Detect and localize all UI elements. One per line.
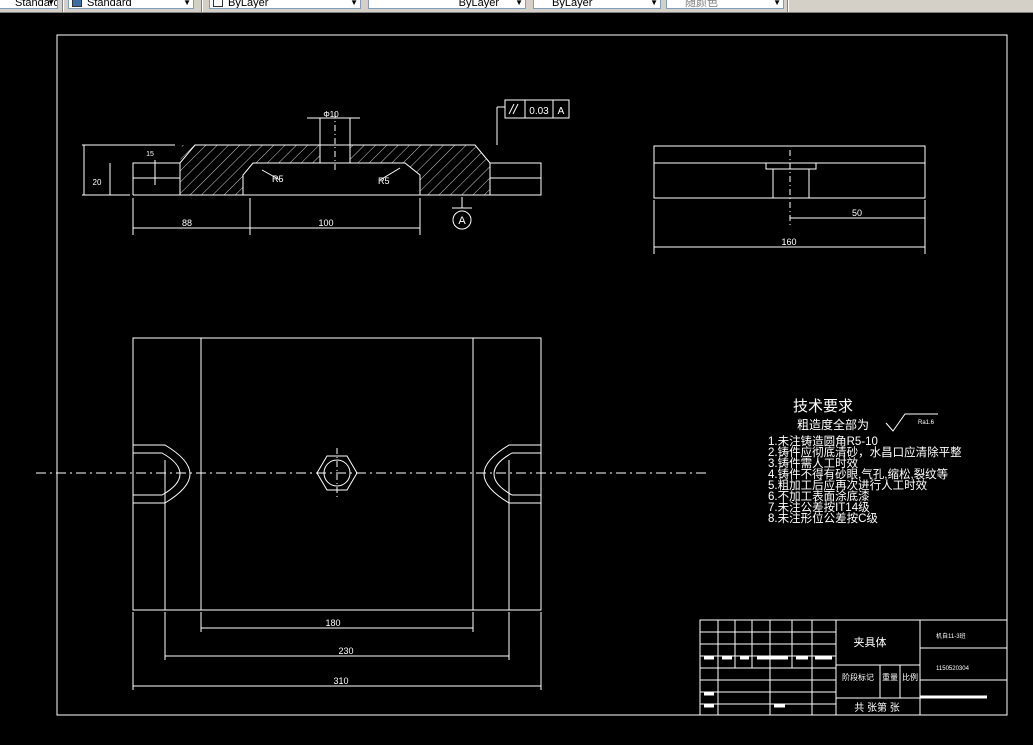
- plan-dim-outer: 310: [333, 676, 348, 686]
- plot-style-combo[interactable]: 随颜色 ▼: [666, 0, 784, 9]
- drawing-canvas[interactable]: Φ10 R5 R5 88 100 20 15 0.03 A A 50 160: [0, 13, 1033, 740]
- tolerance-datum: A: [558, 106, 565, 117]
- text-style-value: Standard: [15, 0, 58, 9]
- layer-value: ByLayer: [228, 0, 269, 9]
- front-section-view: [82, 99, 570, 235]
- lineweight-combo[interactable]: ByLayer ▼: [533, 0, 661, 9]
- requirement-6: 6.不加工表面涂底漆: [768, 489, 870, 503]
- requirement-5: 5.粗加工后应再次进行人工时效: [768, 478, 928, 492]
- requirement-3: 3.铸件需人工时效: [768, 456, 859, 470]
- requirement-4: 4.铸件不得有砂眼,气孔,缩松,裂纹等: [768, 467, 948, 481]
- roughness-note: 粗造度全部为: [797, 417, 869, 432]
- lineweight-value: ByLayer: [552, 0, 593, 9]
- requirement-8: 8.未注形位公差按C级: [768, 511, 878, 525]
- scale-label: 比例: [902, 672, 918, 682]
- front-dim-left: 88: [182, 218, 192, 228]
- plan-dim-inner: 180: [325, 618, 340, 628]
- toolbar-separator: [201, 0, 203, 12]
- toolbar-separator: [787, 0, 789, 12]
- requirement-7: 7.未注公差按IT14级: [768, 500, 870, 514]
- roughness-symbol-icon: [885, 413, 938, 432]
- dim-style-value: Standard: [87, 0, 132, 9]
- stage-label: 阶段标记: [842, 672, 874, 682]
- dim-style-combo[interactable]: Standard ▼: [68, 0, 194, 9]
- layer-color-icon: [213, 0, 223, 7]
- side-dim-half: 50: [852, 208, 862, 218]
- plan-view: [36, 337, 708, 690]
- drawing-border: [56, 34, 1008, 716]
- plan-dim-mid: 230: [338, 646, 353, 656]
- hole-dim-label: Φ10: [323, 110, 339, 119]
- requirement-2: 2.铸件应彻底清砂，水昌口应清除平整: [768, 445, 962, 459]
- plot-style-value: 随颜色: [685, 0, 718, 9]
- radius-label-right: R5: [378, 176, 390, 186]
- title-block: [699, 619, 1008, 716]
- drawing-number: 1150520304: [936, 666, 970, 672]
- dimension-style-icon: [72, 0, 82, 7]
- tech-requirements-title: 技术要求: [793, 398, 853, 415]
- chevron-down-icon: ▼: [650, 0, 658, 7]
- side-dim-total: 160: [781, 237, 796, 247]
- weight-label: 重量: [882, 672, 898, 682]
- roughness-symbol-value: Ra1.6: [918, 420, 935, 426]
- part-name: 夹具体: [854, 635, 887, 649]
- toolbar-separator: [62, 0, 64, 12]
- properties-toolbar: Standard▼ Standard▼ ByLayer▼ ByLayer▼ By…: [0, 0, 1033, 13]
- front-dim-center: 100: [318, 218, 333, 228]
- text-style-combo[interactable]: Standard▼: [0, 0, 58, 9]
- cad-drawing[interactable]: Φ10 R5 R5 88 100 20 15 0.03 A A 50 160: [0, 13, 1033, 740]
- radius-label-left: R5: [272, 174, 284, 184]
- project-name: 机自11-3班: [936, 632, 966, 640]
- tolerance-value: 0.03: [529, 106, 549, 117]
- chevron-down-icon: ▼: [515, 0, 523, 7]
- front-dim-height: 20: [93, 178, 102, 187]
- side-view: [653, 145, 926, 254]
- linetype-combo[interactable]: ByLayer ▼: [368, 0, 526, 9]
- datum-label: A: [458, 215, 466, 227]
- front-dim-step: 15: [146, 151, 154, 158]
- layer-combo[interactable]: ByLayer ▼: [209, 0, 361, 9]
- chevron-down-icon: ▼: [183, 0, 191, 7]
- chevron-down-icon: ▼: [47, 0, 55, 7]
- chevron-down-icon: ▼: [773, 0, 781, 7]
- sheets-label: 共 张第 张: [854, 701, 900, 714]
- chevron-down-icon: ▼: [350, 0, 358, 7]
- linetype-value: ByLayer: [458, 0, 499, 9]
- requirement-1: 1.未注铸造圆角R5-10: [768, 434, 878, 448]
